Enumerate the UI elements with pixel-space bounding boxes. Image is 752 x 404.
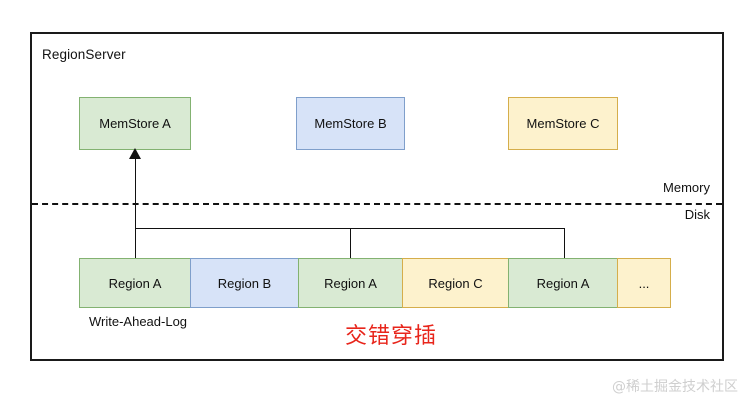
region-server-title: RegionServer [42, 47, 126, 62]
wal-cell-label: Region A [536, 275, 590, 291]
wal-cell-label: ... [638, 275, 650, 291]
wal-cell: Region A [79, 258, 191, 308]
write-ahead-log-caption: Write-Ahead-Log [89, 314, 188, 329]
wal-cell: Region A [508, 258, 618, 308]
memstore-b-label: MemStore B [314, 116, 387, 131]
memstore-a-box: MemStore A [79, 97, 191, 150]
wal-cell-label: Region A [108, 275, 162, 291]
wal-cell-label: Region B [217, 275, 272, 291]
flush-connector-left [135, 158, 136, 258]
flush-connector-middle [350, 228, 351, 258]
memstore-b-box: MemStore B [296, 97, 405, 150]
memstore-c-box: MemStore C [508, 97, 618, 150]
wal-cell-label: Region A [324, 275, 377, 291]
memstore-a-label: MemStore A [99, 116, 171, 131]
wal-cell-label: Region C [428, 275, 483, 291]
source-watermark: @稀土掘金技术社区 [612, 379, 738, 395]
wal-cell: Region A [298, 258, 403, 308]
wal-cell: Region B [190, 258, 299, 308]
memory-zone-label: Memory [663, 180, 710, 195]
memory-disk-divider-line [32, 203, 722, 205]
write-ahead-log-row: Region A Region B Region A Region C Region A… [79, 258, 671, 308]
disk-zone-label: Disk [684, 207, 710, 222]
memstore-c-label: MemStore C [526, 116, 600, 131]
interleaving-annotation: 交错穿插 [345, 324, 438, 349]
wal-cell: ... [617, 258, 671, 308]
flush-arrow-icon [129, 148, 141, 159]
region-server-frame [30, 32, 724, 361]
flush-connector-right [564, 228, 565, 258]
wal-cell: Region C [402, 258, 509, 308]
